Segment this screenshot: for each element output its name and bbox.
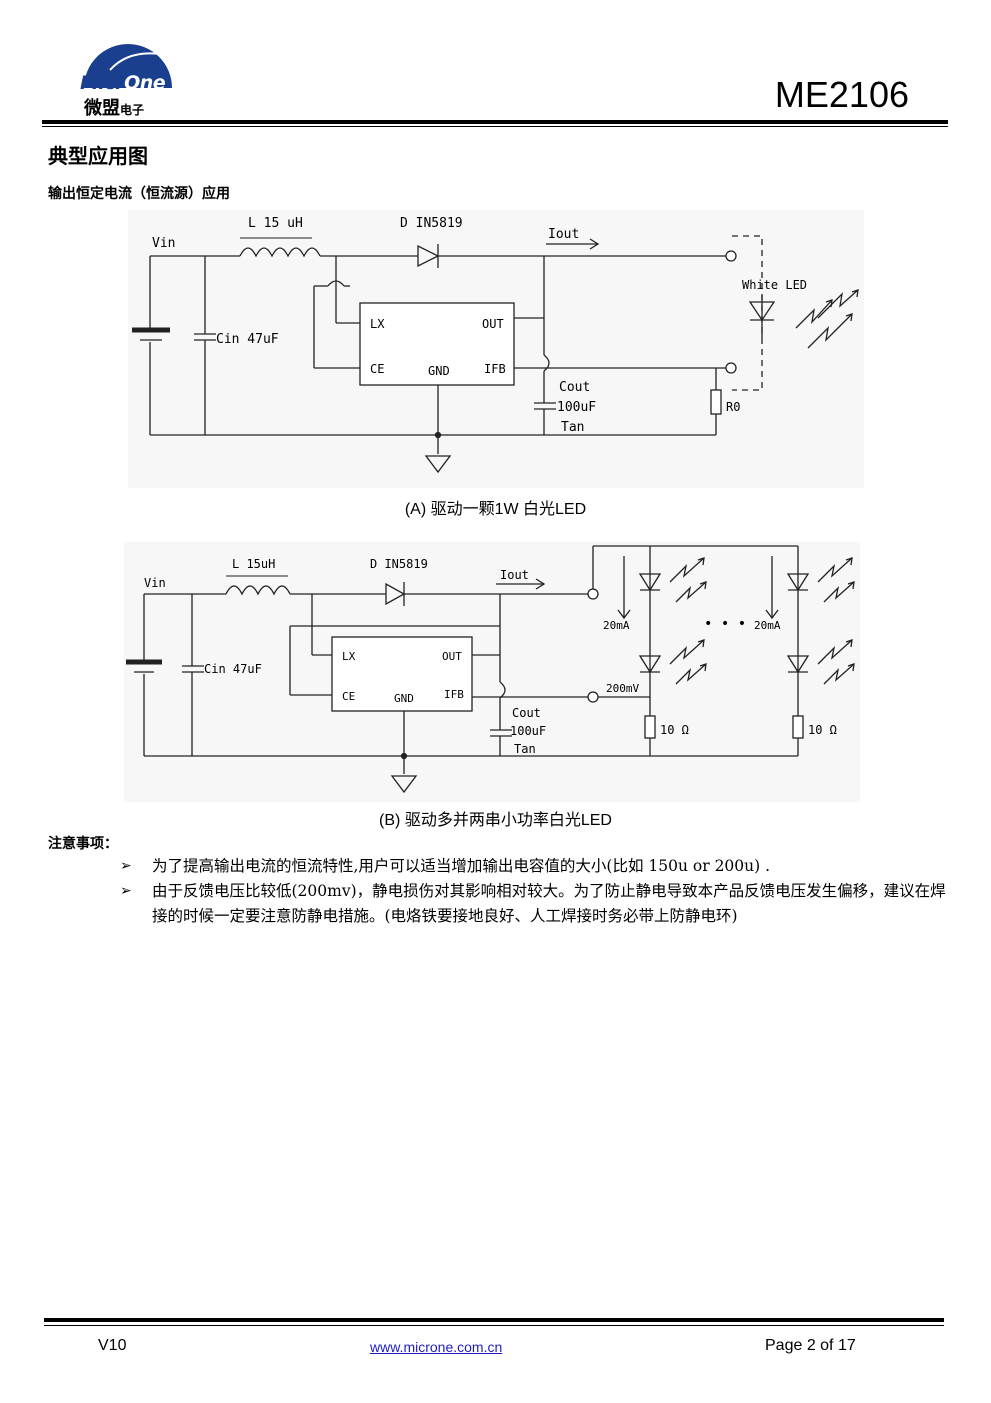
- label-cout: Cout: [512, 706, 541, 720]
- label-white-led: White LED: [742, 278, 807, 292]
- caption-b: (B) 驱动多并两串小功率白光LED: [379, 812, 612, 829]
- company-logo: [84, 44, 172, 88]
- label-continuation-dots: • • •: [704, 616, 746, 632]
- label-inductor: L 15 uH: [248, 216, 303, 231]
- caption-a: (A) 驱动一颗1W 白光LED: [404, 501, 587, 518]
- note-item: 为了提高输出电流的恒流特性,用户可以适当增加输出电容值的大小(比如 150u o…: [152, 857, 771, 875]
- footer-rule-thin: [44, 1325, 944, 1326]
- label-cin: Cin 47uF: [216, 332, 279, 347]
- schematic-a: Vin L 15 uH D IN5819 Iout Cin 47uF LX OU…: [128, 210, 864, 488]
- header-rule-thin: [42, 126, 948, 127]
- label-diode: D IN5819: [370, 557, 428, 571]
- pin-lx: LX: [342, 650, 356, 663]
- label-resistor-1: 10 Ω: [660, 723, 689, 737]
- label-current-1: 20mA: [603, 619, 630, 632]
- pin-ifb: IFB: [484, 362, 506, 376]
- label-cout-value: 100uF: [510, 724, 546, 738]
- part-number: ME2106: [774, 74, 909, 115]
- pin-out: OUT: [482, 317, 504, 331]
- pin-ce: CE: [370, 362, 384, 376]
- label-diode: D IN5819: [400, 216, 463, 231]
- footer-rule: [44, 1318, 944, 1322]
- pin-lx: LX: [370, 317, 385, 331]
- pin-gnd: GND: [394, 692, 414, 705]
- label-cout: Cout: [559, 380, 590, 395]
- subsection-title: 输出恒定电流（恒流源）应用: [48, 186, 230, 202]
- schematic-b: Vin L 15uH D IN5819 Iout Cin 47uF LX OUT…: [124, 542, 860, 802]
- logo-text: MicrOne: [80, 72, 166, 94]
- label-vin: Vin: [144, 576, 166, 590]
- label-cout-type: Tan: [561, 420, 584, 435]
- label-feedback-voltage: 200mV: [606, 682, 639, 695]
- bullet-icon: ➢: [120, 883, 132, 899]
- note-item: 由于反馈电压比较低(200mv)，静电损伤对其影响相对较大。为了防止静电导致本产…: [152, 882, 946, 925]
- notes-heading: 注意事项：: [48, 836, 118, 852]
- pin-ifb: IFB: [444, 688, 464, 701]
- pin-ce: CE: [342, 690, 355, 703]
- section-title: 典型应用图: [48, 144, 148, 168]
- pin-out: OUT: [442, 650, 462, 663]
- label-r0: R0: [726, 400, 740, 414]
- footer-link-wrap: www.microne.com.cn: [370, 1339, 502, 1355]
- label-cin: Cin 47uF: [204, 662, 262, 676]
- label-iout: Iout: [500, 568, 529, 582]
- label-inductor: L 15uH: [232, 557, 275, 571]
- label-cout-type: Tan: [514, 742, 536, 756]
- bullet-icon: ➢: [120, 858, 132, 874]
- pin-gnd: GND: [428, 364, 450, 378]
- label-current-2: 20mA: [754, 619, 781, 632]
- logo-chinese: 微盟电子: [84, 98, 145, 119]
- label-vin: Vin: [152, 236, 175, 251]
- footer-version: V10: [98, 1337, 127, 1354]
- label-resistor-2: 10 Ω: [808, 723, 837, 737]
- footer-website-link[interactable]: www.microne.com.cn: [370, 1339, 503, 1355]
- label-cout-value: 100uF: [557, 400, 596, 415]
- label-iout: Iout: [548, 227, 579, 242]
- footer-page-number: Page 2 of 17: [765, 1337, 856, 1354]
- header-rule: [42, 120, 948, 124]
